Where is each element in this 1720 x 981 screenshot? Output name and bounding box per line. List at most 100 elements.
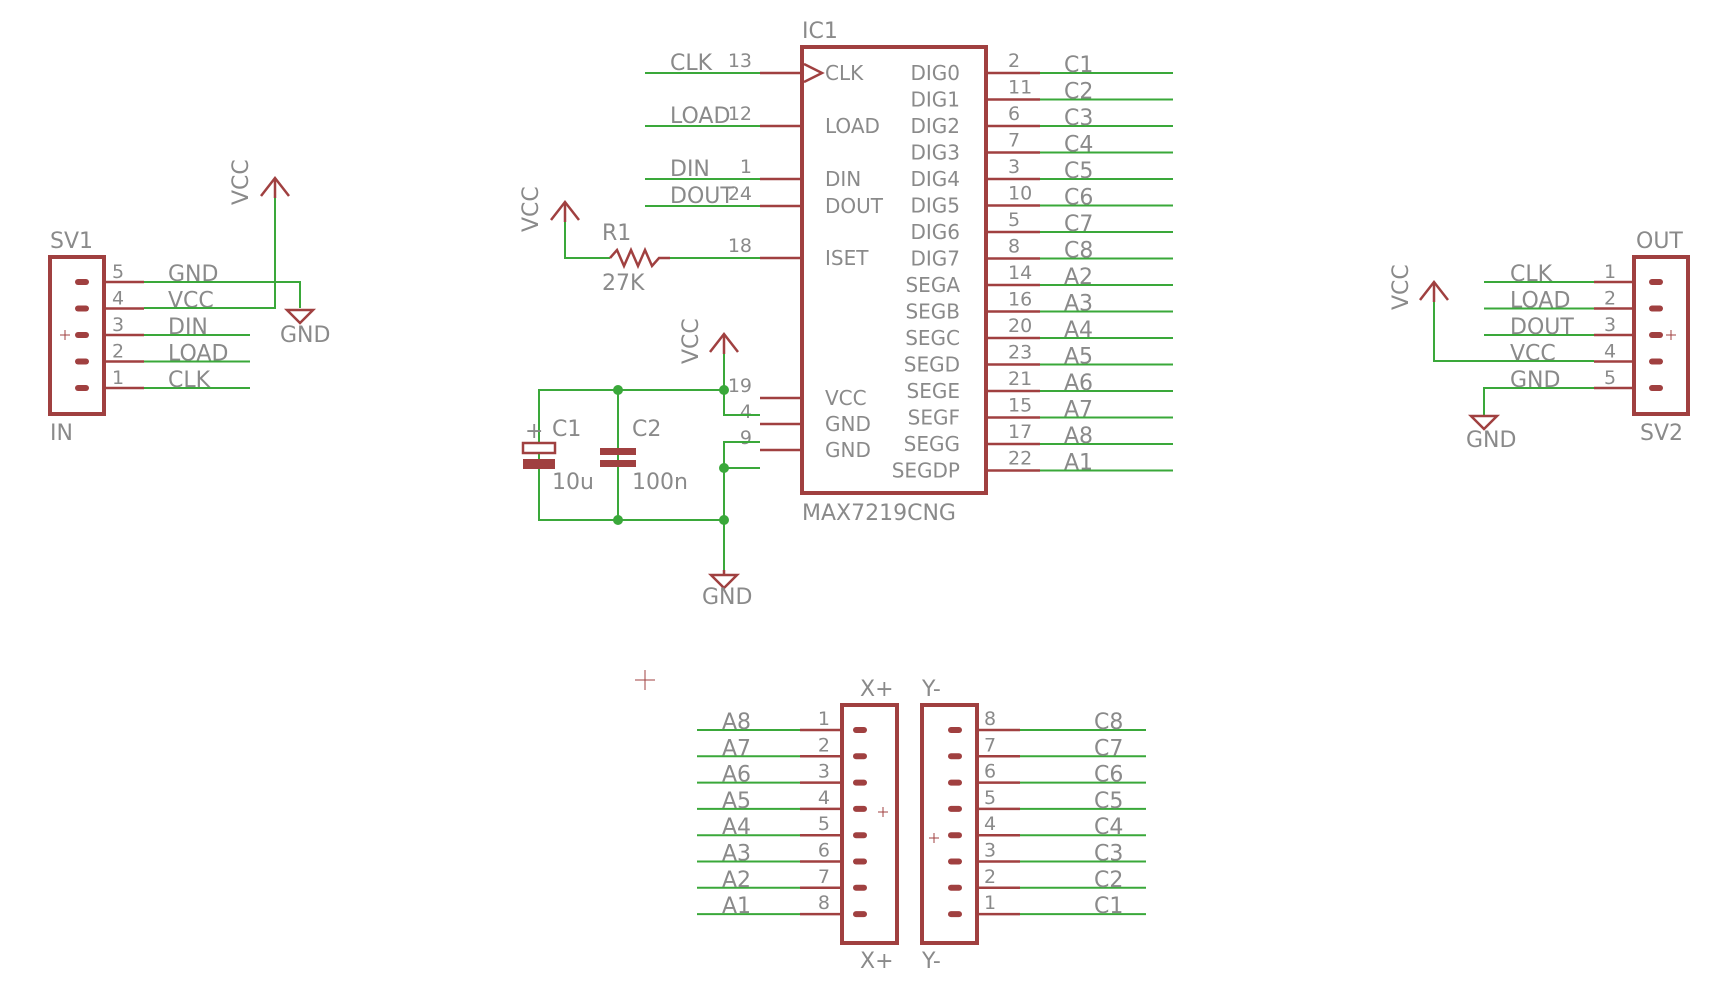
- ic1-value: MAX7219CNG: [802, 501, 956, 526]
- sv2-net-label: DOUT: [1510, 315, 1574, 340]
- ic1-net-label: A3: [1064, 292, 1093, 317]
- x-pin[interactable]: 1A8: [697, 708, 867, 735]
- ic1-pin-number: 10: [1008, 183, 1032, 205]
- ic1-pin-name: ISET: [825, 246, 869, 270]
- x-pin[interactable]: 5A4: [697, 813, 867, 840]
- ic1-pin-number: 3: [1008, 156, 1020, 178]
- c1-value: 10u: [552, 470, 594, 495]
- ic1-pin-number: 13: [728, 50, 752, 72]
- sv2-vcc-label: VCC: [1389, 264, 1414, 310]
- ic1-pin-number: 21: [1008, 368, 1032, 390]
- x-pin[interactable]: 3A6: [697, 761, 867, 788]
- x-pin[interactable]: 6A3: [697, 840, 867, 867]
- vcc-symbol: VCC: [1389, 264, 1449, 310]
- ic1-net-label: C4: [1064, 133, 1093, 158]
- sv1-pin-number: 3: [112, 314, 124, 336]
- sv1-value: IN: [50, 421, 73, 446]
- sv1-pin-number: 5: [112, 261, 124, 283]
- r1-vcc-label: VCC: [519, 186, 544, 232]
- y-pin-number: 4: [984, 813, 996, 835]
- sv2-pin-number: 2: [1604, 288, 1616, 310]
- ic1-net-label: C6: [1064, 186, 1093, 211]
- ic1-pin-number: 9: [740, 427, 752, 449]
- x-bottom-label: X+: [860, 949, 894, 974]
- x-pin-number: 5: [818, 813, 830, 835]
- clock-input-marker: [803, 62, 825, 84]
- sv1-vcc-label: VCC: [229, 159, 254, 205]
- x-pin[interactable]: 7A2: [697, 866, 867, 893]
- x-pin[interactable]: 8A1: [697, 892, 867, 919]
- ic1-pin-number: 2: [1008, 50, 1020, 72]
- y-pin-number: 1: [984, 892, 996, 914]
- r1-resistor[interactable]: R1 27K VCC: [519, 186, 700, 296]
- ic1-net-label: C7: [1064, 212, 1093, 237]
- y-net-label: C3: [1094, 842, 1123, 867]
- x-pin[interactable]: 2A7: [697, 734, 867, 761]
- ic1-max7219[interactable]: IC1 MAX7219CNG CLK13CLKLOAD12LOADDIN1DIN…: [645, 19, 1173, 526]
- ic1-pin-name: SEGD: [904, 353, 960, 377]
- x-pin[interactable]: 4A5: [697, 787, 867, 814]
- c2-capacitor[interactable]: C2 100n: [600, 417, 688, 495]
- ic1-pin-name: SEGA: [905, 273, 960, 297]
- c1-capacitor[interactable]: + C1 10u: [521, 417, 594, 495]
- sv1-power: VCC GND: [144, 159, 330, 348]
- y-bottom-label: Y-: [921, 949, 941, 974]
- ic1-pin-number: 16: [1008, 289, 1032, 311]
- decoupling-network: + C1 10u C2 100n VCC GND: [521, 318, 760, 610]
- x-top-label: X+: [860, 677, 894, 702]
- x-net-label: A2: [722, 868, 751, 893]
- x-pin-number: 3: [818, 761, 830, 783]
- ic1-pin-number: 15: [1008, 395, 1032, 417]
- y-net-label: C6: [1094, 763, 1123, 788]
